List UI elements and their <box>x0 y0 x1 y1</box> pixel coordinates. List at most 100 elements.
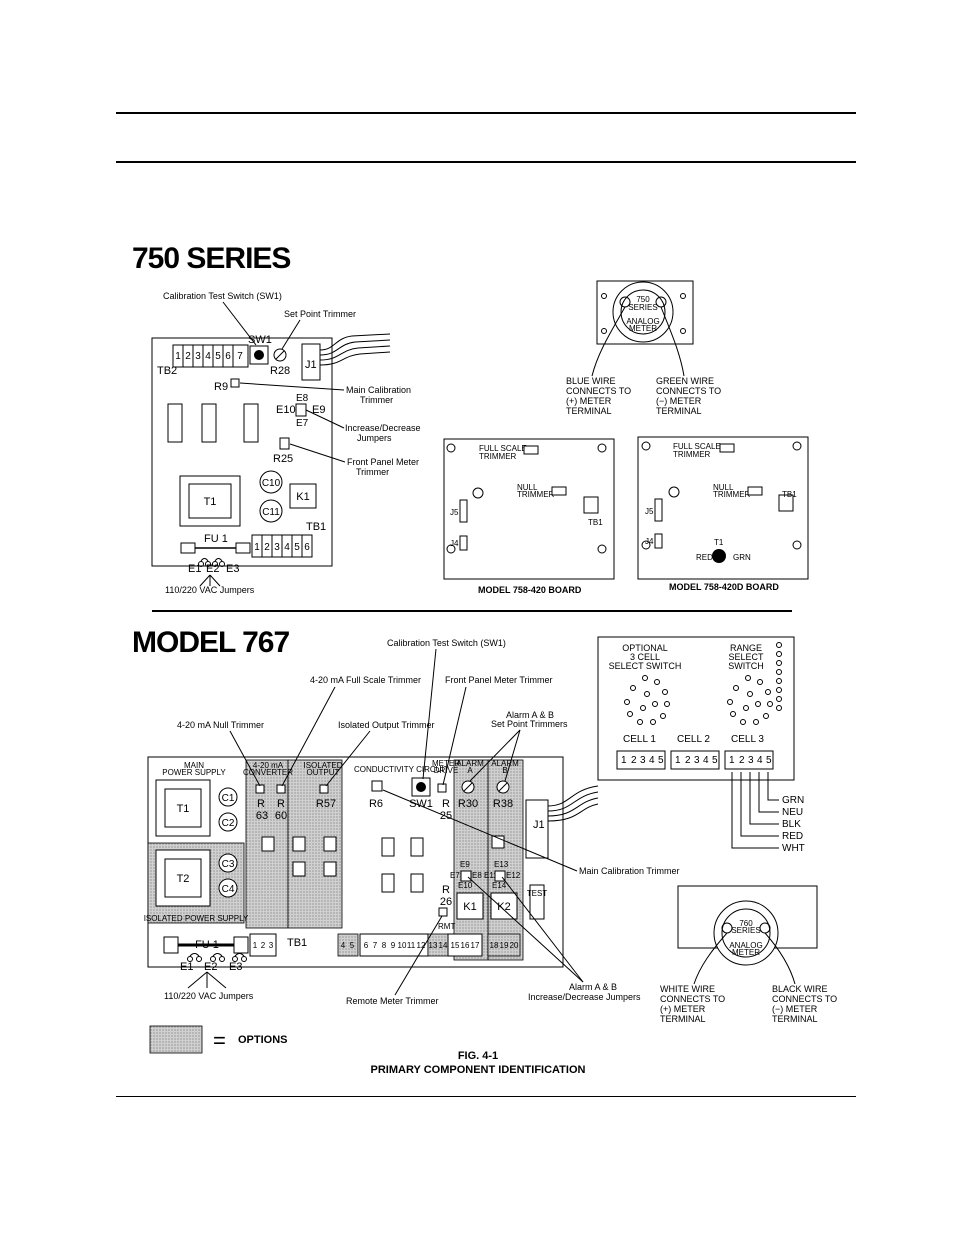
svg-text:750: 750 <box>636 295 650 304</box>
svg-text:E8: E8 <box>472 871 482 880</box>
ic-chip <box>201 403 217 443</box>
svg-text:16: 16 <box>461 941 470 950</box>
series750-tb1-pins: 1 2 3 4 5 6 <box>254 535 310 557</box>
svg-text:5: 5 <box>350 941 355 950</box>
svg-text:Jumpers: Jumpers <box>357 433 392 443</box>
svg-text:2: 2 <box>261 941 266 950</box>
callout-sw1-767: Calibration Test Switch (SW1) <box>387 638 506 648</box>
callout-main-cal-767: Main Calibration Trimmer <box>579 866 680 876</box>
callout-main-cal: Main Calibration <box>346 385 411 395</box>
svg-text:TERMINAL: TERMINAL <box>660 1014 706 1024</box>
board-758-420-caption: MODEL 758-420 BOARD <box>478 585 582 595</box>
r26-trimmer <box>438 907 448 917</box>
k2-relay <box>490 892 518 920</box>
series750-tb2-pins: 1 2 3 4 5 6 7 <box>175 345 243 367</box>
svg-text:2: 2 <box>685 755 691 766</box>
svg-text:POWER SUPPLY: POWER SUPPLY <box>162 768 226 777</box>
svg-text:18: 18 <box>490 941 499 950</box>
svg-text:ANALOG: ANALOG <box>626 317 659 326</box>
fuse-holder <box>180 542 196 554</box>
series750-meter-face <box>612 281 674 343</box>
svg-text:TB1: TB1 <box>588 518 603 527</box>
terminal-block-b <box>337 933 359 957</box>
blue-wire-note: BLUE WIRE <box>566 376 616 386</box>
e8-label: E8 <box>296 393 309 404</box>
svg-text:2: 2 <box>631 755 637 766</box>
svg-text:ALARM: ALARM <box>456 759 484 768</box>
svg-text:E7: E7 <box>450 871 460 880</box>
svg-text:63: 63 <box>256 810 268 822</box>
svg-text:3: 3 <box>748 755 754 766</box>
board-component <box>261 835 505 893</box>
svg-text:19: 19 <box>500 941 509 950</box>
svg-text:TERMINAL: TERMINAL <box>772 1014 818 1024</box>
svg-text:E14: E14 <box>492 881 507 890</box>
svg-text:C1: C1 <box>222 793 235 804</box>
r25-label: R25 <box>273 453 293 465</box>
svg-text:OPTIONAL: OPTIONAL <box>622 643 668 653</box>
svg-text:R6: R6 <box>369 798 383 810</box>
svg-text:12: 12 <box>417 941 426 950</box>
svg-text:2: 2 <box>739 755 745 766</box>
callout-vac: 110/220 VAC Jumpers <box>165 585 255 595</box>
tb1-label: TB1 <box>306 521 326 533</box>
r57-trimmer <box>319 784 329 794</box>
svg-text:7: 7 <box>373 941 378 950</box>
svg-text:CONNECTS TO: CONNECTS TO <box>772 994 837 1004</box>
svg-text:TB1: TB1 <box>782 490 797 499</box>
header-rule-top <box>116 112 856 114</box>
series750-jumper <box>295 403 307 417</box>
callout-null: 4-20 mA Null Trimmer <box>177 720 264 730</box>
ic-chip <box>167 403 183 443</box>
tb1-pin: 4 <box>284 542 290 553</box>
tb2-pin: 6 <box>225 351 231 362</box>
alarm-b-option-area <box>487 759 524 961</box>
svg-text:CELL 3: CELL 3 <box>731 734 764 745</box>
tb1-pin: 6 <box>304 542 310 553</box>
k1-label: K1 <box>296 491 309 503</box>
svg-text:K1: K1 <box>463 901 476 913</box>
svg-text:1: 1 <box>675 755 681 766</box>
tb2-pin: 3 <box>195 351 201 362</box>
svg-text:1: 1 <box>621 755 627 766</box>
c1-capacitor <box>218 787 238 807</box>
svg-text:RMT: RMT <box>438 922 455 931</box>
tb2-pin: 4 <box>205 351 211 362</box>
svg-text:T2: T2 <box>177 873 190 885</box>
svg-text:J4: J4 <box>645 537 654 546</box>
svg-text:9: 9 <box>391 941 396 950</box>
wire-wht: WHT <box>782 843 805 854</box>
tb1-pin: 2 <box>264 542 270 553</box>
svg-text:MAIN: MAIN <box>184 761 204 770</box>
svg-text:60: 60 <box>275 810 287 822</box>
terminal-block-e <box>447 933 483 957</box>
svg-text:(−) METER: (−) METER <box>656 396 702 406</box>
green-wire-note: GREEN WIRE <box>656 376 714 386</box>
model767-meter-face <box>713 900 779 966</box>
cell3-wires <box>731 772 779 849</box>
alarm-a-jumper <box>460 870 472 882</box>
svg-text:TB1: TB1 <box>287 937 307 949</box>
board-758-420d-caption: MODEL 758-420D BOARD <box>669 582 779 592</box>
options-legend-swatch <box>149 1025 203 1054</box>
svg-text:J5: J5 <box>450 508 459 517</box>
svg-text:760: 760 <box>739 919 753 928</box>
c11-label: C11 <box>262 507 280 518</box>
svg-text:ANALOG: ANALOG <box>729 941 762 950</box>
cell3-terminal: 1 2 3 4 5 <box>724 750 774 770</box>
svg-text:Set Point Trimmers: Set Point Trimmers <box>491 719 568 729</box>
svg-text:METER: METER <box>432 759 460 768</box>
svg-text:CONDUCTIVITY CIRCUIT: CONDUCTIVITY CIRCUIT <box>354 765 449 774</box>
svg-text:E13: E13 <box>494 860 509 869</box>
svg-text:FULL SCALE: FULL SCALE <box>673 442 721 451</box>
alarm-a-option-area <box>453 759 489 961</box>
callout-front-panel: Front Panel Meter <box>347 457 419 467</box>
svg-text:5: 5 <box>658 755 664 766</box>
svg-text:ISOLATED: ISOLATED <box>304 761 343 770</box>
svg-text:CELL 1: CELL 1 <box>623 734 656 745</box>
svg-text:(+) METER: (+) METER <box>566 396 612 406</box>
model767-title: MODEL 767 <box>132 626 289 659</box>
svg-text:20: 20 <box>510 941 519 950</box>
svg-text:8: 8 <box>382 941 387 950</box>
